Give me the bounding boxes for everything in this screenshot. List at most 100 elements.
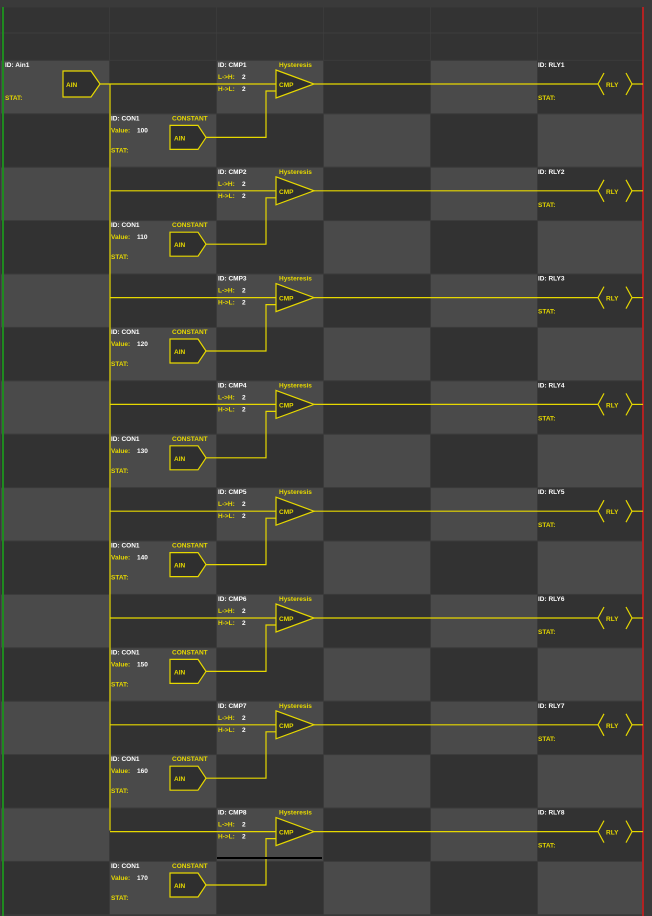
- comparator-block[interactable]: [275, 282, 316, 313]
- grid-cell[interactable]: [538, 701, 644, 755]
- grid-cell[interactable]: [1, 488, 109, 541]
- grid-cell[interactable]: [324, 167, 430, 221]
- grid-cell[interactable]: [1, 274, 109, 327]
- comparator-block[interactable]: [275, 389, 316, 420]
- grid-cell[interactable]: [217, 541, 323, 594]
- grid-cell[interactable]: [1, 7, 109, 60]
- grid-cell[interactable]: [217, 434, 323, 488]
- grid-cell[interactable]: [431, 221, 537, 274]
- grid-cell[interactable]: [538, 488, 644, 541]
- grid-cell[interactable]: [324, 274, 430, 327]
- grid-cell[interactable]: [538, 274, 644, 327]
- grid-cell[interactable]: [110, 701, 216, 755]
- grid-cell[interactable]: [538, 861, 644, 915]
- grid-cell[interactable]: [431, 701, 537, 755]
- grid-cell[interactable]: [1, 701, 109, 755]
- comparator-block[interactable]: [275, 816, 316, 847]
- grid-cell[interactable]: [431, 648, 537, 701]
- grid-cell[interactable]: [1, 327, 109, 381]
- grid-cell[interactable]: [324, 594, 430, 648]
- grid-cell[interactable]: [538, 594, 644, 648]
- grid-cell[interactable]: [431, 434, 537, 488]
- grid-cell[interactable]: [110, 7, 216, 60]
- grid-cell[interactable]: [1, 434, 109, 488]
- constant-block[interactable]: [169, 124, 207, 150]
- grid-cell[interactable]: [431, 60, 537, 114]
- grid-cell[interactable]: [1, 594, 109, 648]
- grid-cell[interactable]: [110, 488, 216, 541]
- constant-block[interactable]: [169, 872, 207, 898]
- grid-cell[interactable]: [324, 541, 430, 594]
- grid-cell[interactable]: [431, 488, 537, 541]
- grid-cell[interactable]: [217, 221, 323, 274]
- grid-cell[interactable]: [431, 167, 537, 221]
- comparator-block[interactable]: [275, 709, 316, 740]
- ain1-block[interactable]: [62, 70, 101, 98]
- grid-cell[interactable]: [324, 114, 430, 167]
- grid-cell[interactable]: [217, 114, 323, 167]
- grid-cell[interactable]: [1, 808, 109, 861]
- grid-cell[interactable]: [431, 808, 537, 861]
- grid-cell[interactable]: [324, 434, 430, 488]
- grid-cell[interactable]: [110, 381, 216, 434]
- comparator-block[interactable]: [275, 175, 316, 206]
- constant-block[interactable]: [169, 552, 207, 578]
- grid-cell[interactable]: [1, 167, 109, 221]
- grid-cell[interactable]: [110, 167, 216, 221]
- grid-cell[interactable]: [431, 114, 537, 167]
- grid-cell[interactable]: [431, 274, 537, 327]
- grid-cell[interactable]: [1, 381, 109, 434]
- grid-cell[interactable]: [324, 755, 430, 808]
- grid-cell[interactable]: [1, 755, 109, 808]
- grid-cell[interactable]: [538, 808, 644, 861]
- grid-cell[interactable]: [538, 7, 644, 60]
- grid-cell[interactable]: [324, 327, 430, 381]
- grid-cell[interactable]: [431, 861, 537, 915]
- grid-cell[interactable]: [538, 60, 644, 114]
- grid-cell[interactable]: [324, 488, 430, 541]
- grid-cell[interactable]: [324, 808, 430, 861]
- constant-block[interactable]: [169, 338, 207, 364]
- grid-cell[interactable]: [110, 808, 216, 861]
- grid-cell[interactable]: [324, 381, 430, 434]
- grid-cell[interactable]: [431, 327, 537, 381]
- grid-cell[interactable]: [217, 861, 323, 915]
- grid-cell[interactable]: [538, 434, 644, 488]
- constant-block[interactable]: [169, 765, 207, 791]
- grid-cell[interactable]: [538, 381, 644, 434]
- grid-cell[interactable]: [431, 755, 537, 808]
- grid-cell[interactable]: [538, 167, 644, 221]
- grid-cell[interactable]: [110, 274, 216, 327]
- grid-cell[interactable]: [1, 861, 109, 915]
- grid-cell[interactable]: [110, 594, 216, 648]
- grid-cell[interactable]: [538, 755, 644, 808]
- grid-cell[interactable]: [1, 114, 109, 167]
- grid-cell[interactable]: [324, 861, 430, 915]
- grid-cell[interactable]: [1, 221, 109, 274]
- grid-cell[interactable]: [217, 648, 323, 701]
- grid-cell[interactable]: [431, 541, 537, 594]
- grid-cell[interactable]: [110, 60, 216, 114]
- constant-block[interactable]: [169, 445, 207, 471]
- comparator-block[interactable]: [275, 69, 316, 99]
- grid-cell[interactable]: [324, 221, 430, 274]
- grid-cell[interactable]: [431, 7, 537, 60]
- grid-cell[interactable]: [538, 541, 644, 594]
- grid-cell[interactable]: [538, 221, 644, 274]
- grid-cell[interactable]: [538, 114, 644, 167]
- grid-cell[interactable]: [324, 701, 430, 755]
- grid-cell[interactable]: [217, 755, 323, 808]
- comparator-block[interactable]: [275, 603, 316, 633]
- constant-block[interactable]: [169, 658, 207, 684]
- grid-cell[interactable]: [324, 648, 430, 701]
- grid-cell[interactable]: [538, 327, 644, 381]
- grid-cell[interactable]: [1, 541, 109, 594]
- grid-cell[interactable]: [538, 648, 644, 701]
- grid-cell[interactable]: [431, 594, 537, 648]
- constant-block[interactable]: [169, 231, 207, 257]
- grid-cell[interactable]: [324, 60, 430, 114]
- grid-cell[interactable]: [217, 327, 323, 381]
- grid-cell[interactable]: [324, 7, 430, 60]
- grid-cell[interactable]: [217, 7, 323, 60]
- comparator-block[interactable]: [275, 496, 316, 527]
